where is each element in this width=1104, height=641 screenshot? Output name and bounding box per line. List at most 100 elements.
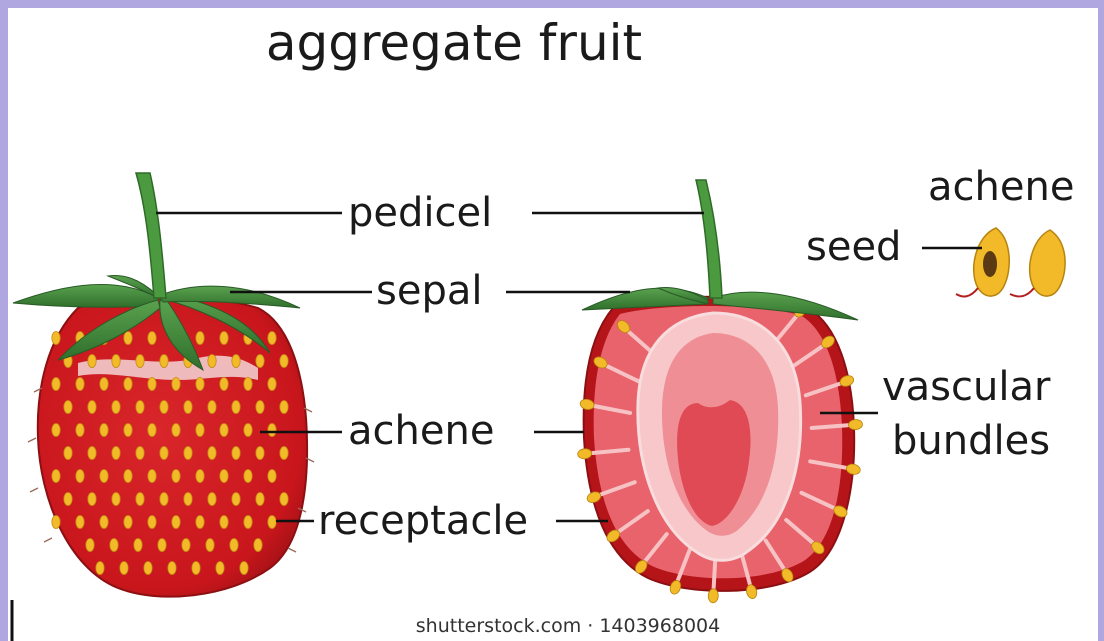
achene-dot [268, 424, 276, 437]
achene-dot [52, 378, 60, 391]
achene-dot [232, 355, 240, 368]
diagram-title: aggregate fruit [266, 14, 642, 72]
whole-strawberry-illustration [13, 173, 314, 597]
achene-dot [240, 562, 248, 575]
achene-dot [110, 539, 118, 552]
achene-dot [64, 401, 72, 414]
achene-dot [134, 539, 142, 552]
label-receptacle: receptacle [318, 498, 528, 544]
achene-dot [136, 401, 144, 414]
achene-dot [100, 424, 108, 437]
achene-dot [76, 470, 84, 483]
achene-dot [112, 401, 120, 414]
achene-dot [216, 562, 224, 575]
achene-dot [196, 516, 204, 529]
achene-dot [184, 493, 192, 506]
label-bundles: bundles [892, 418, 1050, 464]
achene-dot [136, 493, 144, 506]
edge-achene [708, 589, 719, 603]
achene-dot [160, 355, 168, 368]
achene-dot [76, 424, 84, 437]
label-vascular: vascular [882, 364, 1051, 410]
achene-dot [196, 332, 204, 345]
achene-dot [230, 539, 238, 552]
achene-dot [280, 355, 288, 368]
achene-dot [232, 401, 240, 414]
achene-dot [144, 562, 152, 575]
achene-dot [184, 447, 192, 460]
achene-dot [280, 401, 288, 414]
achene-dot [88, 447, 96, 460]
label-sepal: sepal [376, 268, 482, 314]
achene-dot [206, 539, 214, 552]
achene-dot [192, 562, 200, 575]
achene-dot [172, 378, 180, 391]
achene-dot [96, 562, 104, 575]
achene-dot [196, 378, 204, 391]
achene-dot [148, 378, 156, 391]
label-achene-right: achene [928, 164, 1074, 210]
achene-dot [120, 562, 128, 575]
achene-dot [64, 447, 72, 460]
achene-dot [52, 332, 60, 345]
achene-dot [280, 493, 288, 506]
achene-dot [232, 447, 240, 460]
achene-dot [220, 332, 228, 345]
diagram-frame: aggregate fruit [8, 8, 1098, 641]
achene-dot [268, 470, 276, 483]
achene-seed-illustration [956, 228, 1065, 296]
achene-dot [136, 447, 144, 460]
achene-dot [88, 401, 96, 414]
achene-dot [208, 401, 216, 414]
achene-dot [88, 493, 96, 506]
achene-dot [52, 424, 60, 437]
achene-dot [244, 378, 252, 391]
achene-dot [220, 378, 228, 391]
label-achene-center: achene [348, 408, 494, 454]
label-pedicel: pedicel [348, 190, 492, 236]
achene-dot [256, 401, 264, 414]
achene-dot [184, 401, 192, 414]
achene-dot [256, 355, 264, 368]
achene-dot [280, 447, 288, 460]
achene-dot [172, 516, 180, 529]
achene-dot [160, 401, 168, 414]
achene-dot [182, 539, 190, 552]
achene-dot [64, 493, 72, 506]
achene-dot [52, 470, 60, 483]
achene-dot [76, 378, 84, 391]
achene-dot [100, 470, 108, 483]
achene-dot [208, 447, 216, 460]
achene-dot [172, 424, 180, 437]
achene-dot [148, 332, 156, 345]
achene-dot [208, 493, 216, 506]
achene-dot [124, 378, 132, 391]
achene-dot [148, 424, 156, 437]
achene-dot [112, 355, 120, 368]
achene-dot [112, 447, 120, 460]
achene-dot [256, 447, 264, 460]
achene-dot [172, 470, 180, 483]
achene-dot [220, 516, 228, 529]
achene-dot [100, 516, 108, 529]
achene-dot [220, 470, 228, 483]
achene-dot [244, 424, 252, 437]
achene-dot [168, 562, 176, 575]
aggregate-fruit-diagram: aggregate fruit [8, 8, 1098, 641]
achene-dot [124, 470, 132, 483]
achene-dot [112, 493, 120, 506]
achene-dot [158, 539, 166, 552]
achene-dot [124, 516, 132, 529]
achene-dot [268, 516, 276, 529]
achene-dot [136, 355, 144, 368]
achene-dot [196, 424, 204, 437]
achene-dot [220, 424, 228, 437]
achene-dot [86, 539, 94, 552]
achene-dot [232, 493, 240, 506]
achene-dot [268, 332, 276, 345]
achene-dot [124, 332, 132, 345]
achene-dot [100, 378, 108, 391]
achene-dot [148, 470, 156, 483]
achene-dot [124, 424, 132, 437]
achene-dot [76, 516, 84, 529]
